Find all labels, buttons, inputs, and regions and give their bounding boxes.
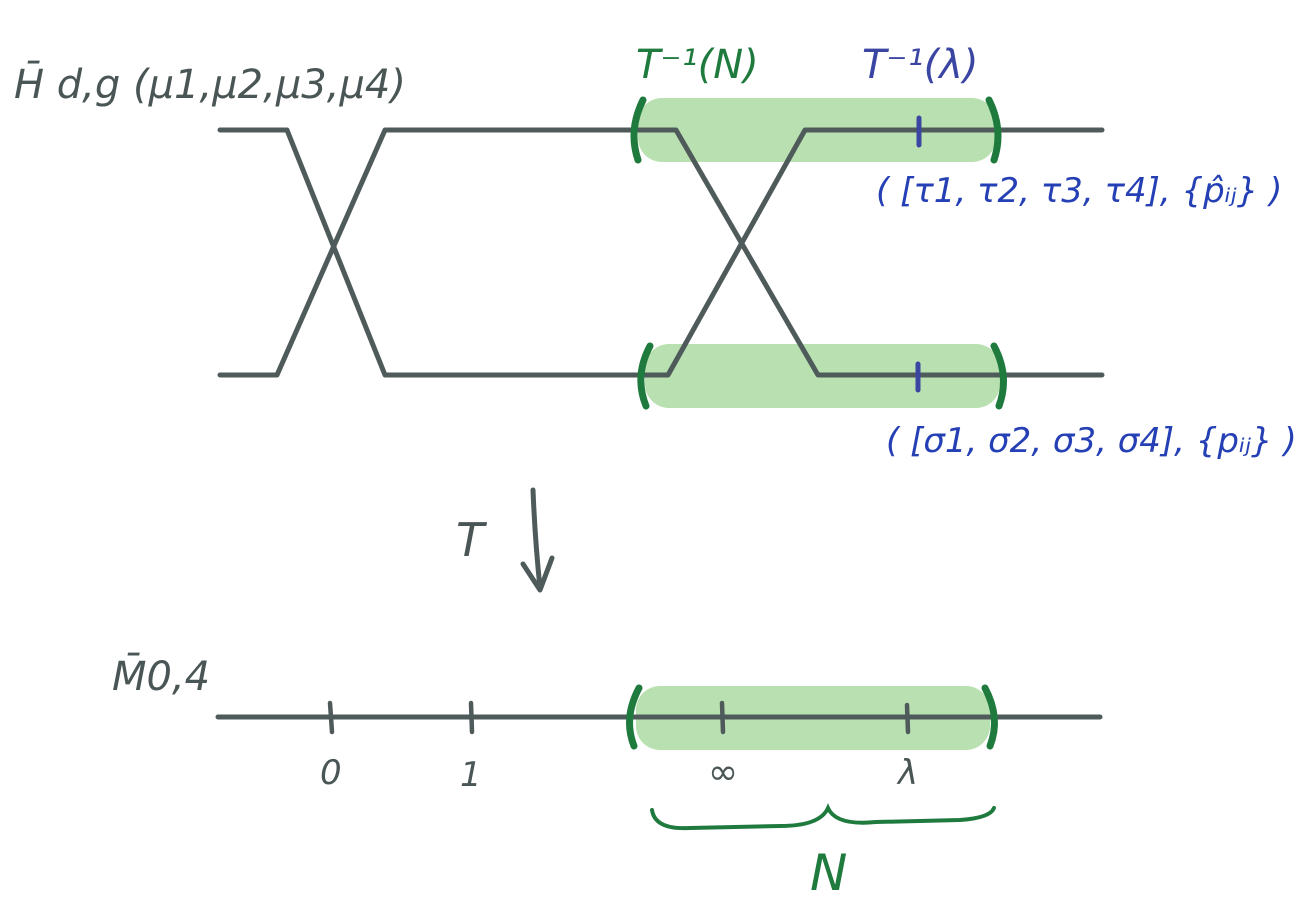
map-T-label: T	[456, 513, 488, 567]
upper-sheet	[217, 127, 1105, 378]
top-left-paren	[630, 96, 647, 164]
top-right-paren	[985, 96, 1002, 164]
bottom-fiber-point-label: ( [σ1, σ2, σ3, σ4], {pᵢⱼ} )	[886, 421, 1297, 461]
bottom-right-paren	[990, 342, 1007, 410]
tick-1-label: 1	[460, 755, 482, 795]
inverse-N-label: T⁻¹(N)	[636, 42, 759, 88]
tick-infinity-mark	[719, 700, 726, 735]
base-right-paren	[981, 684, 998, 750]
tick-0-mark	[327, 700, 335, 735]
tick-lambda-label: λ	[896, 753, 918, 793]
map-arrowhead	[520, 555, 555, 593]
hurwitz-space-label: H̄ d,g (μ1,μ2,μ3,μ4)	[14, 60, 406, 108]
bottom-left-paren	[637, 342, 654, 410]
moduli-space-label: M̄0,4	[112, 652, 210, 700]
lower-sheet	[217, 127, 1105, 378]
neighborhood-brace	[650, 803, 996, 831]
tick-0-label: 0	[320, 753, 342, 793]
inverse-lambda-label: T⁻¹(λ)	[862, 42, 978, 88]
neighborhood-N-label: N	[810, 844, 847, 902]
map-arrow	[530, 487, 543, 591]
base-left-paren	[626, 684, 643, 750]
tick-infinity-label: ∞	[708, 752, 738, 793]
tick-lambda-mark	[904, 702, 911, 735]
top-fiber-point-label: ( [τ1, τ2, τ3, τ4], {p̂ᵢⱼ} )	[876, 171, 1282, 211]
tick-1-mark	[468, 700, 475, 735]
